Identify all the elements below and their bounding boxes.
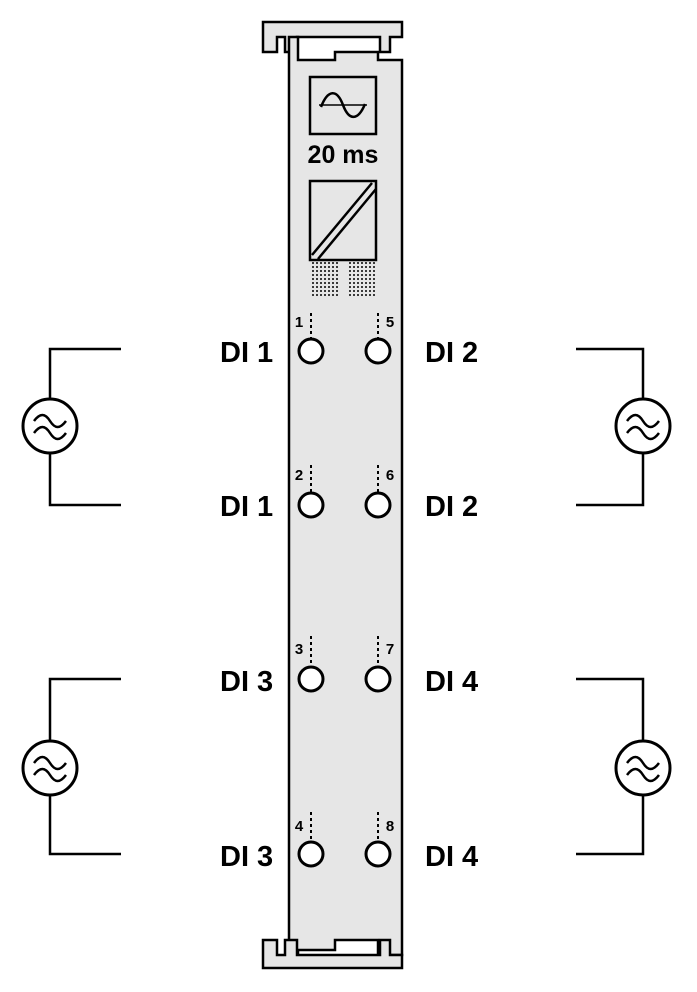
ac-source-icon (21, 739, 79, 797)
terminal-number-6: 6 (386, 467, 394, 484)
source-1-wiring (48, 347, 121, 507)
terminal-number-2: 2 (295, 467, 303, 484)
ac-wave-bottom (626, 425, 660, 441)
ac-wave-bottom (33, 425, 67, 441)
ac-source-4 (576, 677, 672, 856)
signal-label-terminal-2: DI 1 (220, 491, 273, 523)
terminal-number-1: 1 (295, 314, 303, 331)
signal-label-terminal-8: DI 4 (425, 841, 478, 873)
ac-wave-top (33, 413, 67, 429)
terminal-2[interactable] (297, 491, 325, 519)
filter-indicator: 20 ms (308, 75, 379, 169)
signal-label-terminal-1: DI 1 (220, 337, 273, 369)
ac-wave-bottom (626, 767, 660, 783)
top-rail-clip (261, 20, 404, 54)
signal-label-terminal-5: DI 2 (425, 337, 478, 369)
source-2-wiring (576, 347, 645, 507)
ac-source-2 (576, 347, 672, 507)
ac-wave-top (626, 755, 660, 771)
terminal-3[interactable] (297, 665, 325, 693)
signal-label-terminal-7: DI 4 (425, 666, 478, 698)
terminal-row-2: 2 6 (295, 465, 394, 519)
terminal-7[interactable] (364, 665, 392, 693)
ac-source-1 (21, 347, 121, 507)
optocoupler-box (308, 179, 378, 262)
signal-label-terminal-4: DI 3 (220, 841, 273, 873)
terminal-row-3: 3 7 (295, 636, 394, 693)
terminal-number-4: 4 (295, 818, 304, 835)
optocoupler-pins (312, 262, 375, 298)
terminal-number-3: 3 (295, 641, 303, 658)
filter-time-label: 20 ms (308, 141, 379, 169)
terminal-number-8: 8 (386, 818, 394, 835)
signal-labels: DI 1 DI 2 DI 1 DI 2 DI 3 DI 4 DI 3 DI 4 (220, 337, 478, 873)
terminal-number-5: 5 (386, 314, 394, 331)
signal-label-terminal-3: DI 3 (220, 666, 273, 698)
ac-source-icon (614, 739, 672, 797)
source-3-wiring (48, 677, 121, 856)
ac-source-icon (21, 397, 79, 455)
terminal-8[interactable] (364, 840, 392, 868)
terminal-5[interactable] (364, 337, 392, 365)
optocoupler-diagonal-a (311, 182, 373, 256)
terminal-6[interactable] (364, 491, 392, 519)
ac-source-icon (614, 397, 672, 455)
terminal-number-7: 7 (386, 641, 394, 658)
optocoupler-symbol (308, 179, 378, 298)
ac-source-3 (21, 677, 121, 856)
ac-wave-top (33, 755, 67, 771)
signal-label-terminal-6: DI 2 (425, 491, 478, 523)
bottom-rail-clip (261, 938, 404, 970)
ac-wave-bottom (33, 767, 67, 783)
terminal-row-4: 4 8 (295, 812, 394, 868)
source-4-wiring (576, 677, 645, 856)
terminal-4[interactable] (297, 840, 325, 868)
ac-wave-top (626, 413, 660, 429)
optocoupler-diagonal-b (317, 188, 377, 260)
terminal-1[interactable] (297, 337, 325, 365)
terminal-row-1: 1 5 (295, 313, 394, 365)
